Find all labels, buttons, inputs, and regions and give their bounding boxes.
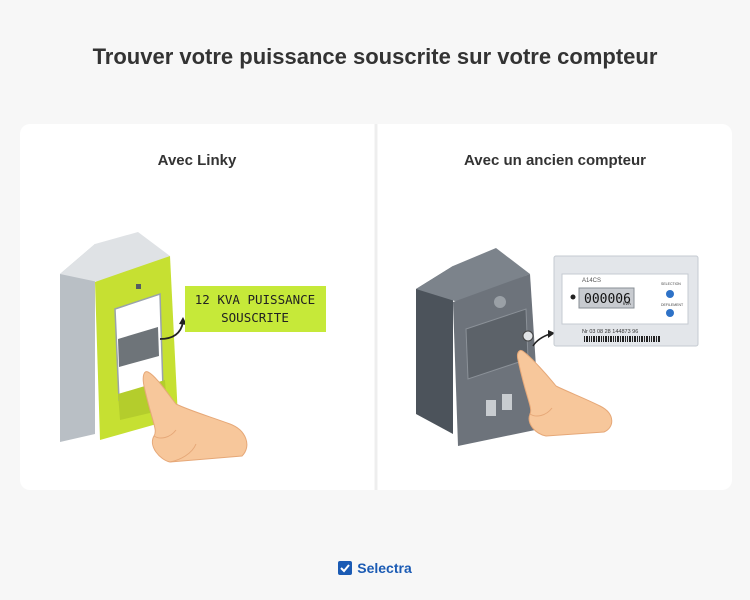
arrow-to-label [159, 321, 184, 340]
cabinet-side [416, 266, 453, 434]
brand-name: Selectra [357, 560, 412, 576]
linky-meter-top [60, 232, 170, 282]
old-meter-panel-title: Avec un ancien compteur [464, 152, 646, 169]
meter-scroll-button[interactable] [666, 309, 674, 317]
meter-lcd-unit: kVA [623, 301, 631, 306]
barcode-icon [584, 336, 660, 342]
pointing-hand-icon [517, 349, 613, 437]
pointing-hand-icon [142, 371, 248, 463]
meter-button-bottom-label: DEFILEMENT [661, 303, 684, 307]
brand-logo[interactable]: Selectra [0, 560, 750, 576]
linky-panel: Avec Linky 12 KVA PUISSANCE SOUSCRITE [20, 124, 374, 490]
old-meter-illustration: A14CS 000006 kVA SELECTION DEFILEMENT Nr… [416, 248, 699, 446]
meter-button-top-label: SELECTION [661, 282, 681, 286]
meter-dot [570, 294, 576, 300]
linky-power-label-box [185, 286, 326, 332]
meter-model-label: A14CS [582, 278, 601, 284]
cabinet-top [416, 248, 530, 302]
meter-serial-number: Nr 03 08 28 144873 96 [582, 329, 638, 335]
cabinet-breaker-2 [502, 394, 512, 410]
linky-label-line2: SOUSCRITE [221, 310, 289, 325]
meter-select-button[interactable] [666, 290, 674, 298]
cabinet-dial [494, 296, 506, 308]
cabinet-breaker-1 [486, 400, 496, 416]
linky-panel-title: Avec Linky [157, 152, 237, 169]
linky-meter-side [60, 244, 95, 442]
page-title: Trouver votre puissance souscrite sur vo… [92, 44, 658, 69]
meter-lcd-value: 000006 [584, 292, 631, 307]
panel-divider [375, 124, 377, 490]
linky-meter-led [136, 284, 141, 289]
linky-meter-illustration: 12 KVA PUISSANCE SOUSCRITE [60, 232, 326, 463]
arrow-head-right [548, 330, 555, 338]
linky-meter-display [118, 327, 159, 367]
meter-lcd-display [578, 287, 635, 309]
linky-label-line1: 12 KVA PUISSANCE [195, 292, 315, 307]
selectra-check-icon [338, 561, 353, 575]
old-meter-panel: Avec un ancien compteur A14CS 000006 kVA… [378, 124, 732, 490]
cabinet-knob [522, 330, 534, 342]
arrow-to-meter [532, 333, 551, 347]
